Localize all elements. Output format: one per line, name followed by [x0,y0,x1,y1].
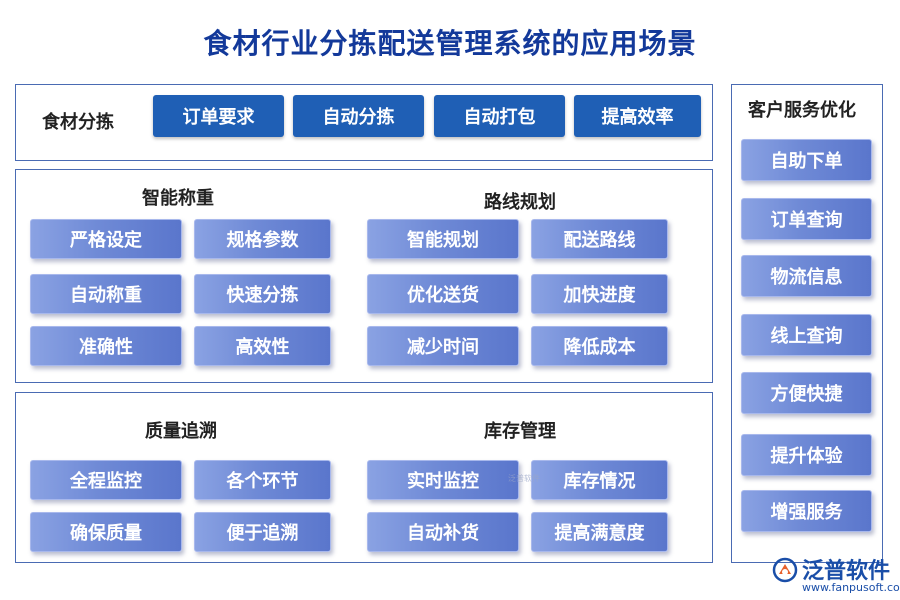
route-item[interactable]: 降低成本 [531,326,668,366]
auto-sort-button[interactable]: 自动分拣 [293,95,424,137]
route-item[interactable]: 减少时间 [367,326,519,366]
inventory-item[interactable]: 库存情况 [531,460,668,500]
customer-item[interactable]: 方便快捷 [741,372,872,414]
customer-item[interactable]: 提升体验 [741,434,872,476]
watermark: 泛普软件 [508,474,540,483]
weighing-label: 智能称重 [142,188,214,209]
brand-name: 泛普软件 [802,559,891,584]
route-label: 路线规划 [484,192,556,213]
route-item[interactable]: 加快进度 [531,274,668,314]
inventory-item[interactable]: 自动补货 [367,512,519,552]
order-requirement-button[interactable]: 订单要求 [153,95,284,137]
quality-item[interactable]: 全程监控 [30,460,182,500]
quality-item[interactable]: 确保质量 [30,512,182,552]
fanpu-logo-icon [772,557,798,583]
inventory-item[interactable]: 实时监控 [367,460,519,500]
route-item[interactable]: 智能规划 [367,219,519,259]
auto-pack-button[interactable]: 自动打包 [434,95,565,137]
page-title: 食材行业分拣配送管理系统的应用场景 [203,27,697,60]
brand-url: www.fanpusoft.com [802,581,900,594]
customer-item[interactable]: 订单查询 [741,198,872,240]
route-item[interactable]: 配送路线 [531,219,668,259]
weighing-item[interactable]: 快速分拣 [194,274,331,314]
weighing-item[interactable]: 规格参数 [194,219,331,259]
customer-item[interactable]: 自助下单 [741,139,872,181]
weighing-item[interactable]: 高效性 [194,326,331,366]
quality-label: 质量追溯 [145,421,217,442]
weighing-item[interactable]: 自动称重 [30,274,182,314]
weighing-item[interactable]: 严格设定 [30,219,182,259]
quality-item[interactable]: 各个环节 [194,460,331,500]
customer-item[interactable]: 物流信息 [741,255,872,297]
route-item[interactable]: 优化送货 [367,274,519,314]
inventory-item[interactable]: 提高满意度 [531,512,668,552]
sorting-label: 食材分拣 [42,112,114,133]
customer-label: 客户服务优化 [748,100,856,121]
customer-item[interactable]: 线上查询 [741,314,872,356]
quality-item[interactable]: 便于追溯 [194,512,331,552]
inventory-label: 库存管理 [484,421,556,442]
weighing-item[interactable]: 准确性 [30,326,182,366]
customer-item[interactable]: 增强服务 [741,490,872,532]
improve-efficiency-button[interactable]: 提高效率 [574,95,701,137]
brand-logo: 泛普软件 www.fanpusoft.com [772,553,900,597]
